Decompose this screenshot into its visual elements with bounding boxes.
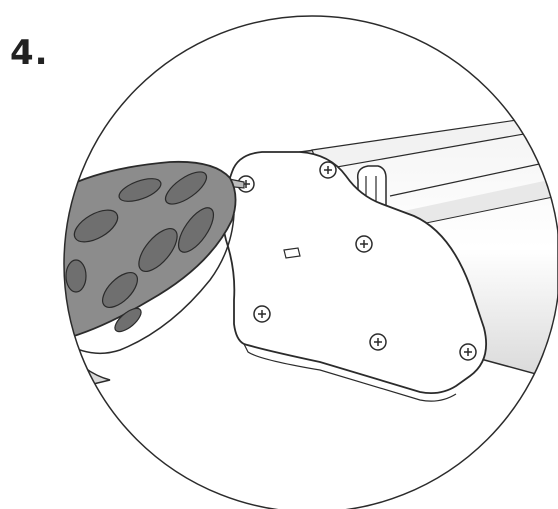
drill-grip-oval bbox=[118, 178, 162, 202]
drill-body bbox=[64, 185, 111, 393]
screw-center bbox=[355, 235, 373, 253]
end-cap-slot bbox=[283, 247, 301, 259]
drill-grip-oval bbox=[114, 307, 142, 333]
screw-bottom-right bbox=[459, 343, 477, 361]
drill-grip-oval bbox=[164, 171, 208, 205]
screw-top-left bbox=[319, 161, 337, 179]
drill-grip-oval bbox=[102, 272, 138, 308]
drill-grip-oval bbox=[177, 207, 215, 253]
detail-circle-frame bbox=[63, 15, 558, 509]
drill-grip-oval bbox=[65, 259, 87, 293]
profile-shadow-band bbox=[390, 178, 558, 230]
screw-bottom-middle bbox=[369, 333, 387, 351]
screw-bottom-left bbox=[253, 305, 271, 323]
drill-grip-oval bbox=[73, 209, 119, 243]
drill bbox=[64, 160, 245, 393]
end-cap-panel bbox=[222, 151, 488, 395]
step-number: 4. bbox=[10, 33, 49, 73]
profile-groove-line bbox=[389, 159, 558, 197]
drill-grip-oval bbox=[138, 228, 178, 272]
